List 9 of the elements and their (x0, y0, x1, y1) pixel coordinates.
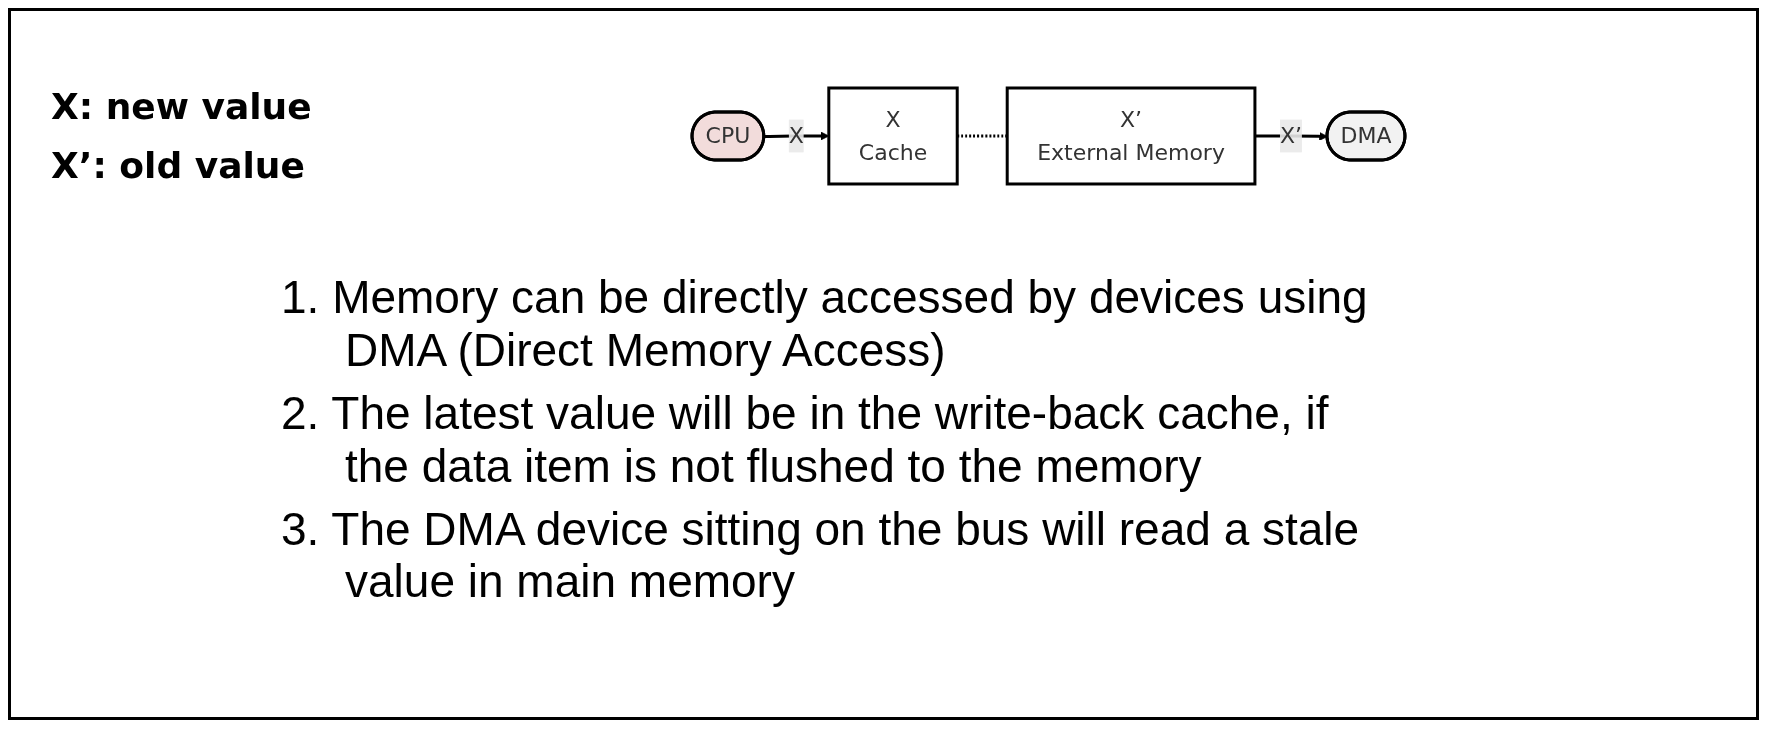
numbered-note: 2. The latest value will be in the write-back cache, if the data item is not flushed to the memory (281, 386, 1330, 493)
edge-label: X (788, 123, 804, 149)
legend-note: X’: old value (51, 145, 306, 186)
numbered-note: 3. The DMA device sitting on the bus will read a stale value in main memory (281, 502, 1361, 609)
numbered-note: 1. Memory can be directly accessed by devices using DMA (Direct Memory Access) (281, 271, 1369, 377)
legend-note: X: new value (51, 86, 313, 127)
edge-label: X’ (1279, 123, 1302, 149)
node-box: X’ External Memory (1005, 86, 1257, 186)
node-box: X Cache (827, 86, 959, 186)
